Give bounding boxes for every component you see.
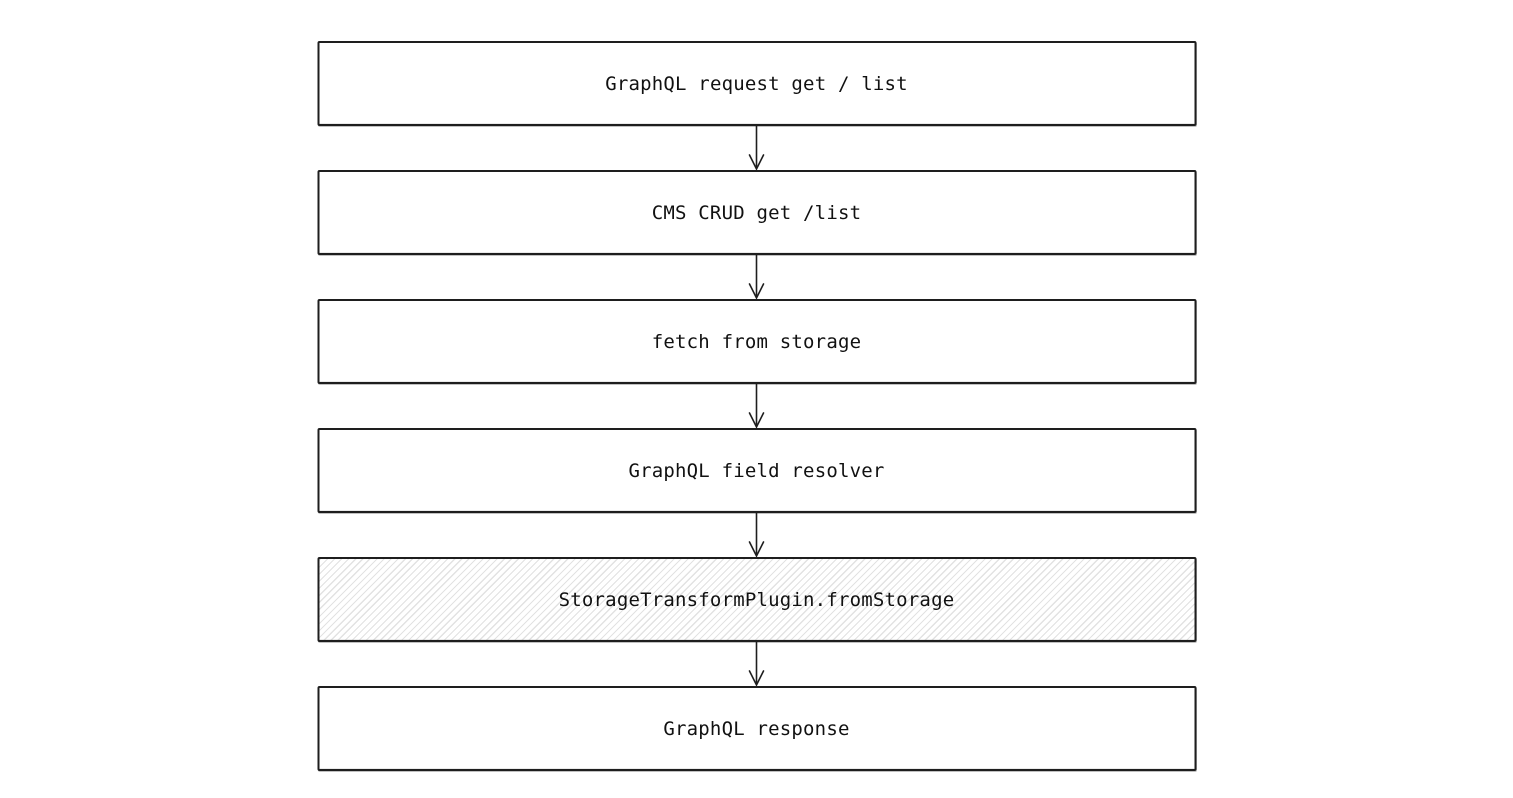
- flow-node-label: GraphQL field resolver: [628, 459, 885, 482]
- flow-node-graphql-field-resolver: GraphQL field resolver: [317, 428, 1196, 513]
- flow-node-cms-crud: CMS CRUD get /list: [317, 170, 1196, 255]
- flow-node-label: GraphQL request get / list: [605, 72, 908, 95]
- arrow-down-icon: [743, 126, 771, 170]
- flow-node-fetch-from-storage: fetch from storage: [317, 299, 1196, 384]
- flow-node-label: fetch from storage: [651, 330, 862, 353]
- flow-column: GraphQL request get / list CMS CRUD get …: [317, 41, 1196, 771]
- flow-node-label: StorageTransformPlugin.fromStorage: [558, 588, 955, 611]
- flow-node-storage-transform-plugin: StorageTransformPlugin.fromStorage: [317, 557, 1196, 642]
- flow-node-graphql-request: GraphQL request get / list: [317, 41, 1196, 126]
- flow-node-label: CMS CRUD get /list: [651, 201, 862, 224]
- arrow-down-icon: [743, 384, 771, 428]
- flow-node-graphql-response: GraphQL response: [317, 686, 1196, 771]
- arrow-down-icon: [743, 513, 771, 557]
- flow-node-label: GraphQL response: [663, 717, 850, 740]
- arrow-down-icon: [743, 642, 771, 686]
- arrow-down-icon: [743, 255, 771, 299]
